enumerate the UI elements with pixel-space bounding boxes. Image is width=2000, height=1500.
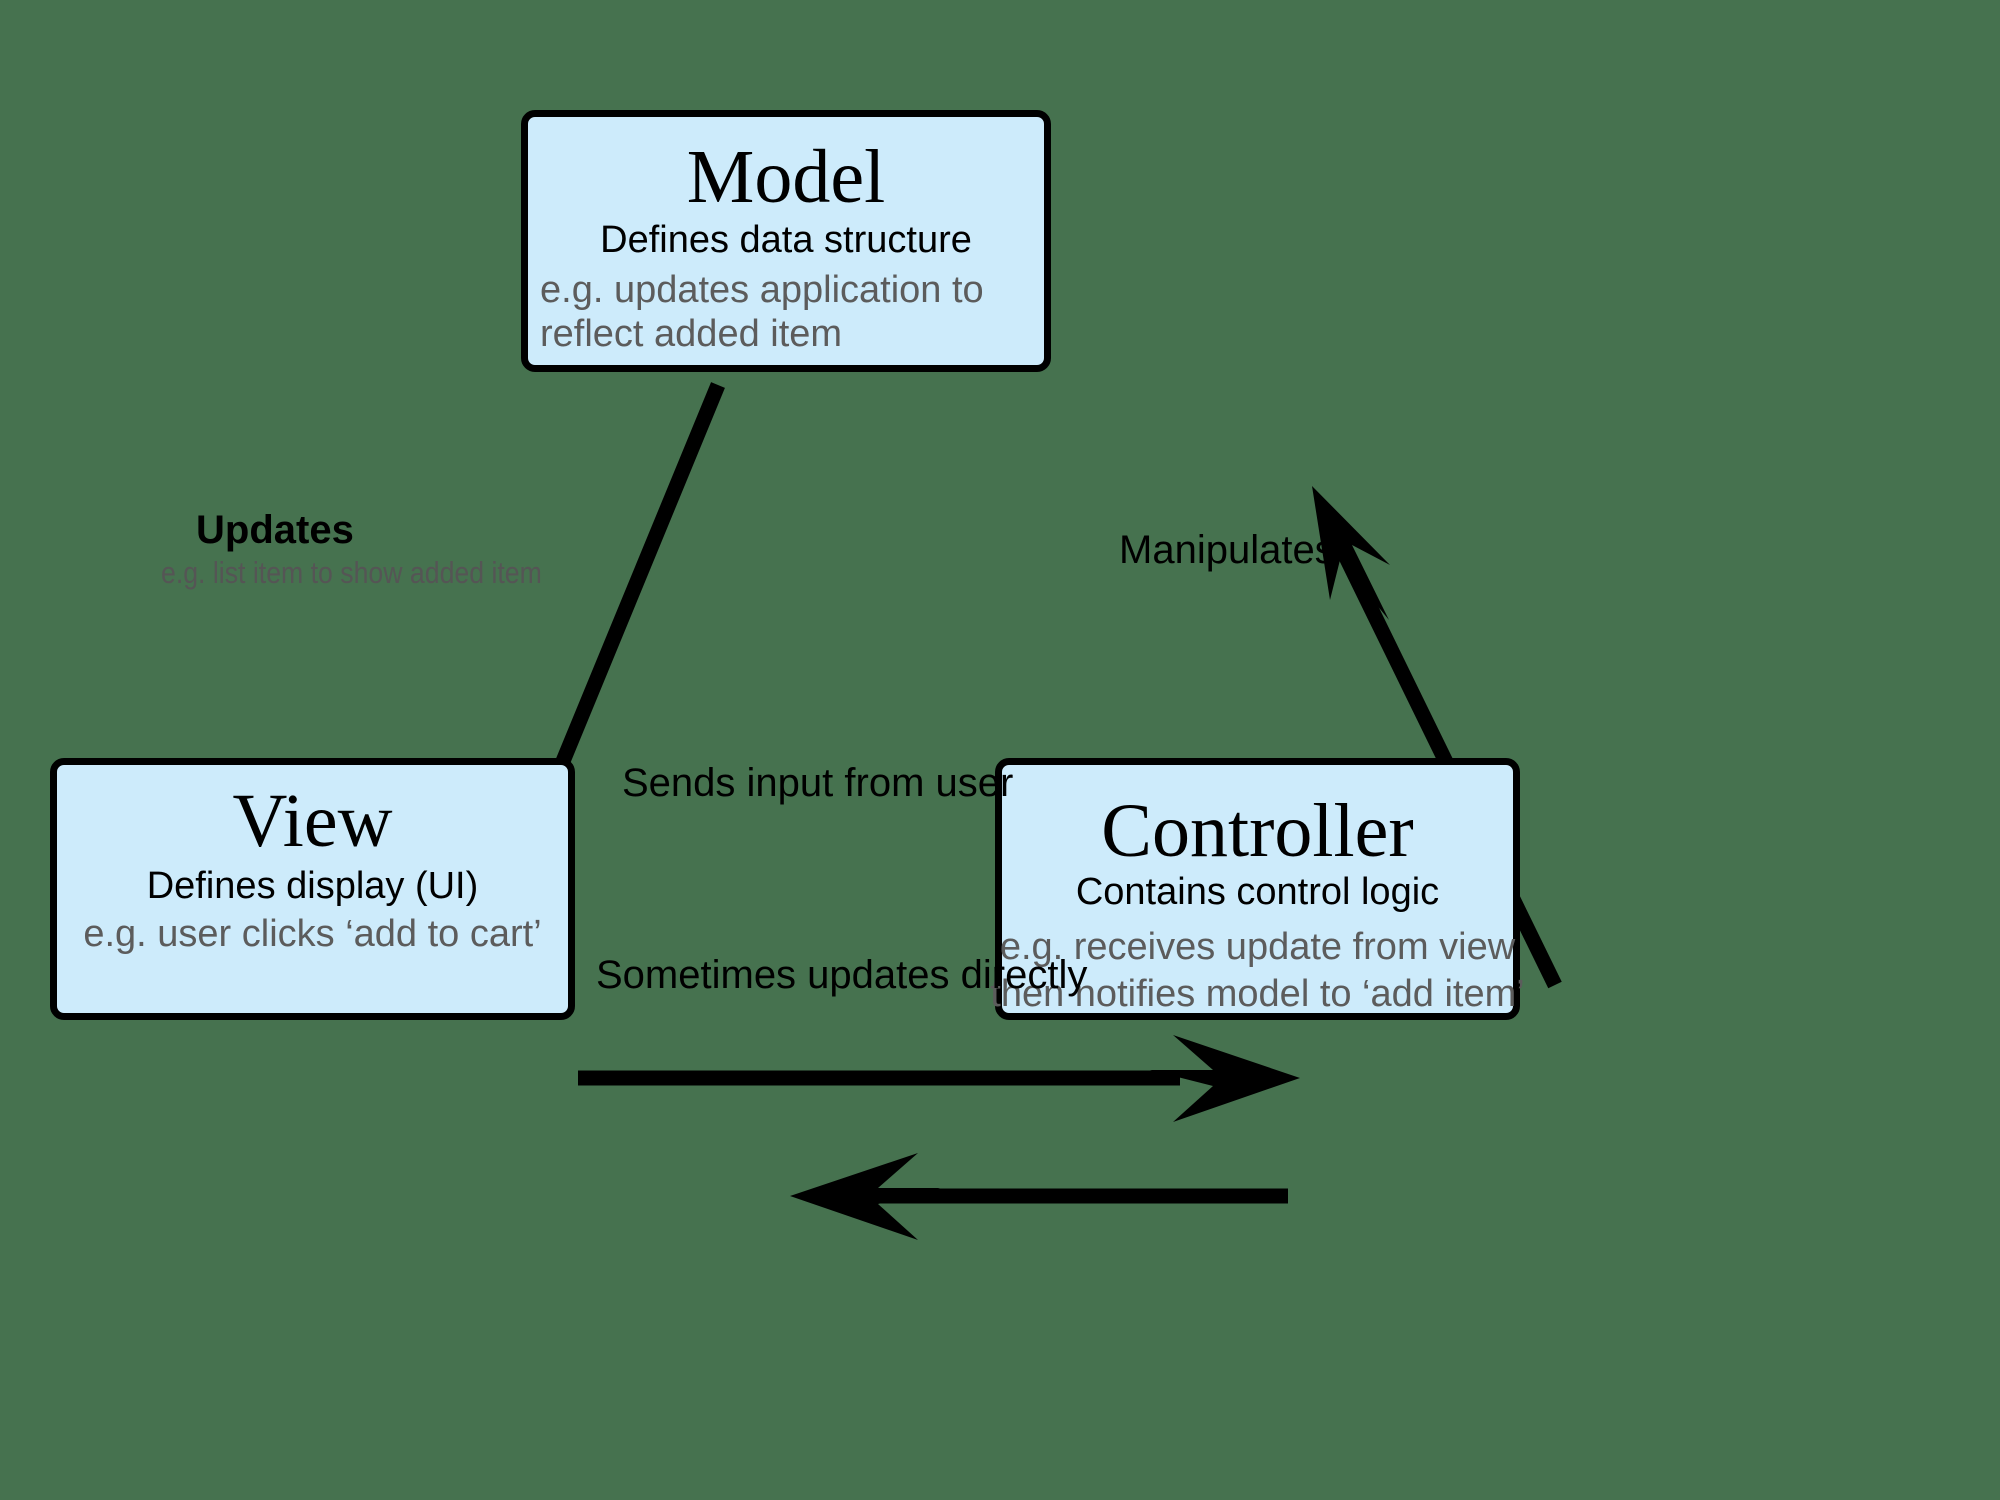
node-controller-subtitle: Contains control logic [1075, 871, 1440, 913]
node-controller-title: Controller [1101, 789, 1414, 873]
edge-label-sometimes-updates: Sometimes updates directly [596, 953, 1088, 997]
edge-label-updates-example: e.g. list item to show added item [160, 555, 542, 590]
node-view[interactable]: View Defines display (UI) e.g. user clic… [50, 758, 575, 1020]
arrow-controller-to-view [790, 1153, 1288, 1240]
node-model[interactable]: Model Defines data structure e.g. update… [521, 110, 1051, 372]
node-view-subtitle: Defines display (UI) [146, 865, 479, 907]
edge-label-manipulates: Manipulates [1119, 528, 1335, 572]
node-view-example: e.g. user clicks ‘add to cart’ [83, 912, 542, 955]
arrow-view-to-controller [578, 1035, 1300, 1122]
node-model-example: e.g. updates application to reflect adde… [540, 268, 984, 356]
node-model-subtitle: Defines data structure [600, 219, 972, 261]
node-model-title: Model [686, 135, 886, 219]
edge-label-updates: Updates [196, 508, 354, 552]
edge-label-sends-input: Sends input from user [622, 761, 1014, 805]
node-view-title: View [232, 779, 393, 863]
